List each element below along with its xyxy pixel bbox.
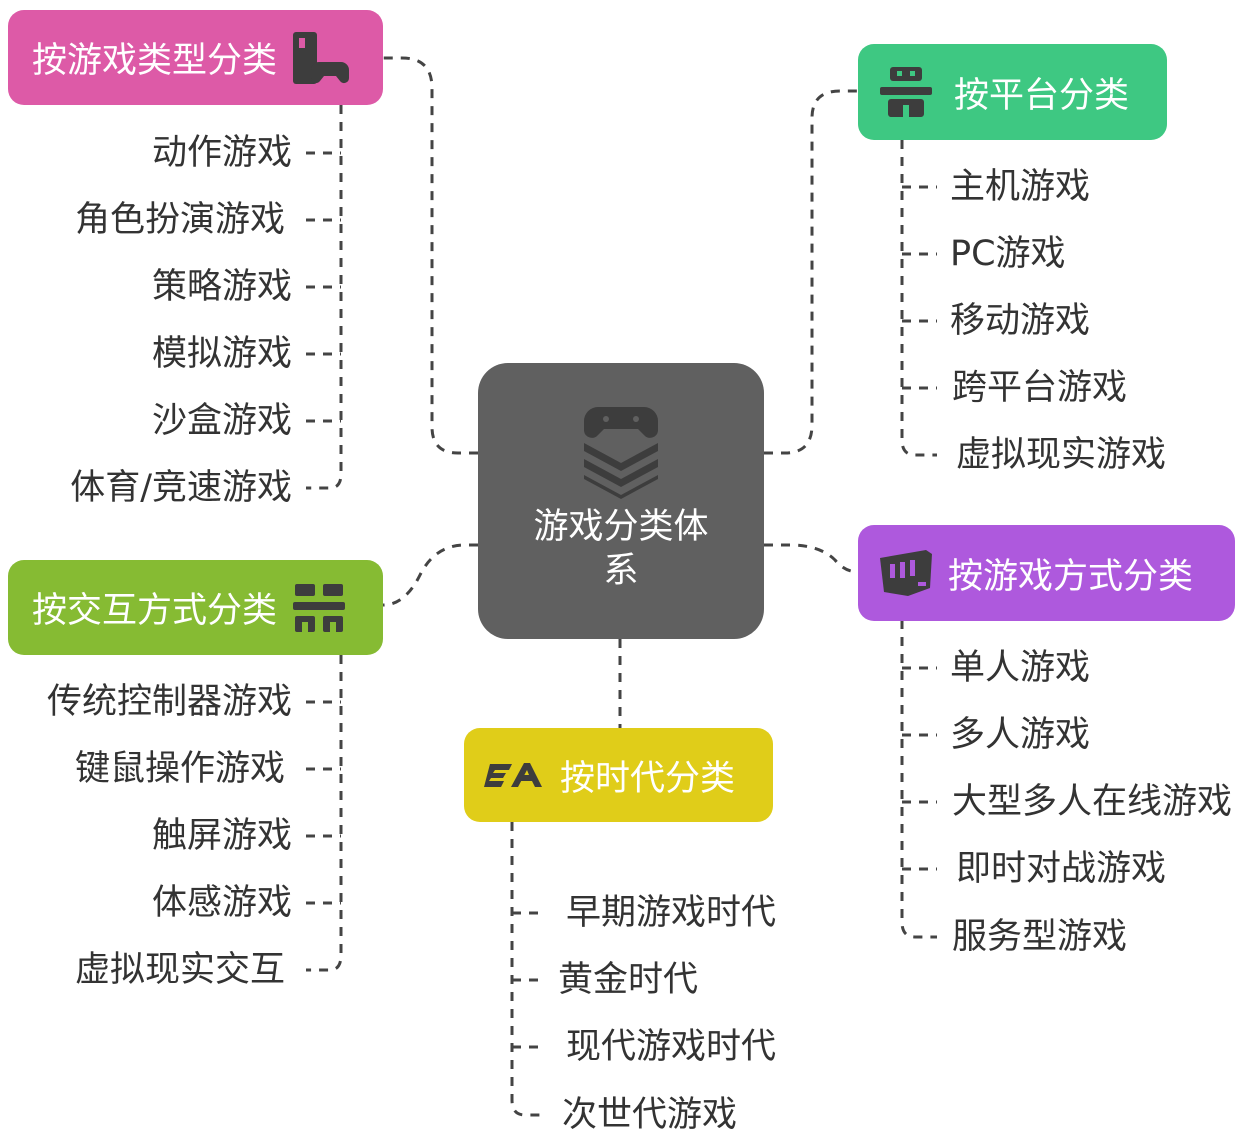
branch-platform[interactable]: 按平台分类: [858, 44, 1167, 140]
center-node[interactable]: 游戏分类体系: [478, 363, 764, 639]
mode-item: 多人游戏: [950, 715, 1091, 755]
branch-mode-label: 按游戏方式分类: [948, 556, 1194, 597]
genre-item: 策略游戏: [151, 267, 292, 307]
genre-item: 模拟游戏: [151, 334, 292, 374]
interaction-item: 体感游戏: [151, 883, 292, 923]
interaction-item: 传统控制器游戏: [46, 682, 292, 722]
controller-stack-icon: [578, 403, 664, 503]
robot-controller-icon: [880, 65, 932, 119]
era-item: 早期游戏时代: [566, 893, 777, 933]
branch-mode[interactable]: 按游戏方式分类: [858, 525, 1235, 621]
interaction-item: 虚拟现实交互: [74, 950, 285, 990]
fist-icon: [878, 548, 934, 598]
era-item: 现代游戏时代: [566, 1027, 777, 1067]
platform-item: 跨平台游戏: [952, 368, 1128, 408]
center-title: 游戏分类体系: [533, 507, 709, 591]
branch-genre[interactable]: 按游戏类型分类: [8, 10, 383, 105]
mode-item: 单人游戏: [950, 648, 1091, 688]
arcade-gamepad-icon: [291, 28, 350, 88]
branch-interaction-label: 按交互方式分类: [32, 591, 278, 631]
genre-item: 角色扮演游戏: [74, 200, 285, 240]
mode-item: 即时对战游戏: [956, 849, 1167, 889]
era-item: 黄金时代: [558, 960, 699, 1000]
interaction-item: 触屏游戏: [151, 816, 292, 856]
mode-item: 大型多人在线游戏: [952, 782, 1233, 822]
genre-item: 体育/竞速游戏: [70, 468, 292, 508]
platform-item: 虚拟现实游戏: [956, 435, 1167, 475]
branch-genre-label: 按游戏类型分类: [32, 41, 278, 81]
genre-item: 沙盒游戏: [151, 401, 292, 441]
era-item: 次世代游戏: [562, 1095, 738, 1135]
genre-item: 动作游戏: [151, 133, 292, 173]
platform-item: 移动游戏: [950, 301, 1091, 341]
interaction-item: 键鼠操作游戏: [74, 749, 285, 789]
platform-item: 主机游戏: [950, 167, 1091, 207]
branch-platform-label: 按平台分类: [954, 75, 1130, 116]
ea-logo-icon: [484, 760, 542, 790]
mode-item: 服务型游戏: [952, 917, 1128, 957]
joystick-grid-icon: [293, 582, 346, 634]
branch-era[interactable]: 按时代分类: [464, 728, 773, 822]
platform-item: PC游戏: [950, 234, 1066, 274]
branch-era-label: 按时代分类: [560, 758, 736, 799]
branch-interaction[interactable]: 按交互方式分类: [8, 560, 383, 655]
